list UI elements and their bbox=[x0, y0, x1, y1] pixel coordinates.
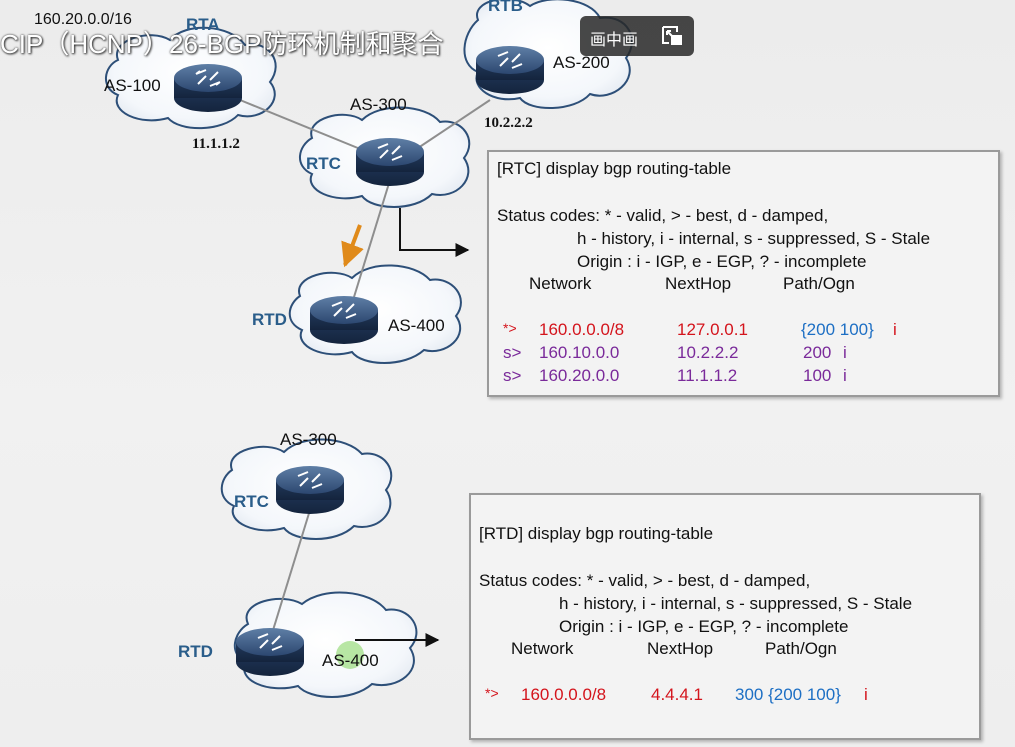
rtc-status-line3: Origin : i - IGP, e - EGP, ? - incomplet… bbox=[577, 252, 867, 271]
pip-label: 画中画 bbox=[590, 32, 639, 49]
rtb-name: RTB bbox=[488, 0, 523, 15]
row-status: *> bbox=[503, 320, 517, 336]
rtc-header-nexthop: NextHop bbox=[665, 274, 732, 293]
rtd-bottom-as-label: AS-400 bbox=[322, 651, 379, 670]
rta-name: RTA bbox=[186, 15, 220, 34]
rtd-header-nexthop: NextHop bbox=[647, 639, 714, 658]
router-icon-rtc-bottom bbox=[276, 466, 344, 514]
row-status: *> bbox=[485, 685, 499, 701]
cursor-highlight bbox=[336, 641, 364, 669]
table-row: s> 160.10.0.0 10.2.2.2 200 i bbox=[489, 343, 998, 365]
row-nexthop: 11.1.1.2 bbox=[677, 366, 738, 385]
rtd-command: [RTD] display bgp routing-table bbox=[479, 524, 714, 543]
row-network: 160.10.0.0 bbox=[539, 343, 620, 362]
rta-as-label: AS-100 bbox=[104, 76, 161, 95]
row-path: 300 {200 100} bbox=[735, 685, 841, 704]
row-nexthop: 127.0.0.1 bbox=[677, 320, 748, 339]
row-network: 160.0.0.0/8 bbox=[539, 320, 625, 339]
router-icon-rtd-bottom bbox=[236, 628, 304, 676]
table-row: *> 160.0.0.0/8 4.4.4.1 300 {200 100} i bbox=[471, 685, 979, 707]
rtc-header-network: Network bbox=[529, 274, 592, 293]
rtb-as-label: AS-200 bbox=[553, 53, 610, 72]
router-icon-rtc-top bbox=[356, 138, 424, 186]
row-network: 160.0.0.0/8 bbox=[521, 685, 607, 704]
row-path: 100 bbox=[803, 366, 832, 385]
rtd-status-line2: h - history, i - internal, s - suppresse… bbox=[559, 594, 913, 613]
rtd-as-label: AS-400 bbox=[388, 316, 445, 335]
pip-button[interactable]: 画中画 bbox=[580, 16, 694, 56]
row-origin: i bbox=[843, 366, 847, 385]
rtc-command: [RTC] display bgp routing-table bbox=[497, 159, 732, 178]
rtc-as-label: AS-300 bbox=[350, 95, 407, 114]
rtd-header-network: Network bbox=[511, 639, 574, 658]
rtd-header-path: Path/Ogn bbox=[765, 639, 837, 658]
table-row: s> 160.20.0.0 11.1.1.2 100 i bbox=[489, 366, 998, 388]
link-rtc-rtd-top bbox=[349, 179, 391, 311]
link-rtb-rtc bbox=[414, 99, 491, 151]
row-nexthop: 10.2.2.2 bbox=[677, 343, 739, 362]
rtd-bottom-name: RTD bbox=[178, 642, 213, 661]
rtc-bottom-name: RTC bbox=[234, 492, 269, 511]
link-rta-rtc bbox=[239, 99, 376, 156]
row-status: s> bbox=[503, 343, 522, 362]
video-title: CIP（HCNP）26-BGP防环机制和聚合 bbox=[0, 29, 444, 59]
pip-icon bbox=[660, 25, 684, 47]
router-icon-rta bbox=[174, 64, 242, 112]
arrow-rtc-to-table bbox=[399, 208, 470, 257]
table-row: *> 160.0.0.0/8 127.0.0.1 {200 100} i bbox=[489, 320, 998, 342]
row-origin: i bbox=[893, 320, 897, 339]
row-path: 200 bbox=[803, 343, 832, 362]
rtc-status-line2: h - history, i - internal, s - suppresse… bbox=[577, 229, 931, 248]
prefix-label: 160.20.0.0/16 bbox=[34, 11, 132, 28]
rtc-name: RTC bbox=[306, 154, 341, 173]
rtc-status-line1: Status codes: * - valid, > - best, d - d… bbox=[497, 206, 829, 225]
row-origin: i bbox=[843, 343, 847, 362]
link-rtc-rtd-bottom bbox=[269, 509, 311, 641]
rtc-routing-table-panel: [RTC] display bgp routing-table Status c… bbox=[487, 150, 1000, 397]
row-path: {200 100} bbox=[801, 320, 874, 339]
orange-arrow bbox=[341, 224, 364, 268]
rtc-header-path: Path/Ogn bbox=[783, 274, 855, 293]
router-icon-rtd-top bbox=[310, 296, 378, 344]
rtd-status-line3: Origin : i - IGP, e - EGP, ? - incomplet… bbox=[559, 617, 849, 636]
rtc-bottom-as-label: AS-300 bbox=[280, 430, 337, 449]
rtd-status-line1: Status codes: * - valid, > - best, d - d… bbox=[479, 571, 811, 590]
row-nexthop: 4.4.4.1 bbox=[651, 685, 703, 704]
rtd-name: RTD bbox=[252, 310, 287, 329]
router-icon-rtb bbox=[476, 46, 544, 94]
rta-ip-label: 11.1.1.2 bbox=[192, 136, 240, 152]
rtb-ip-label: 10.2.2.2 bbox=[484, 115, 533, 131]
row-origin: i bbox=[864, 685, 868, 704]
rtd-routing-table-panel: [RTD] display bgp routing-table Status c… bbox=[469, 493, 981, 740]
row-status: s> bbox=[503, 366, 522, 385]
row-network: 160.20.0.0 bbox=[539, 366, 620, 385]
